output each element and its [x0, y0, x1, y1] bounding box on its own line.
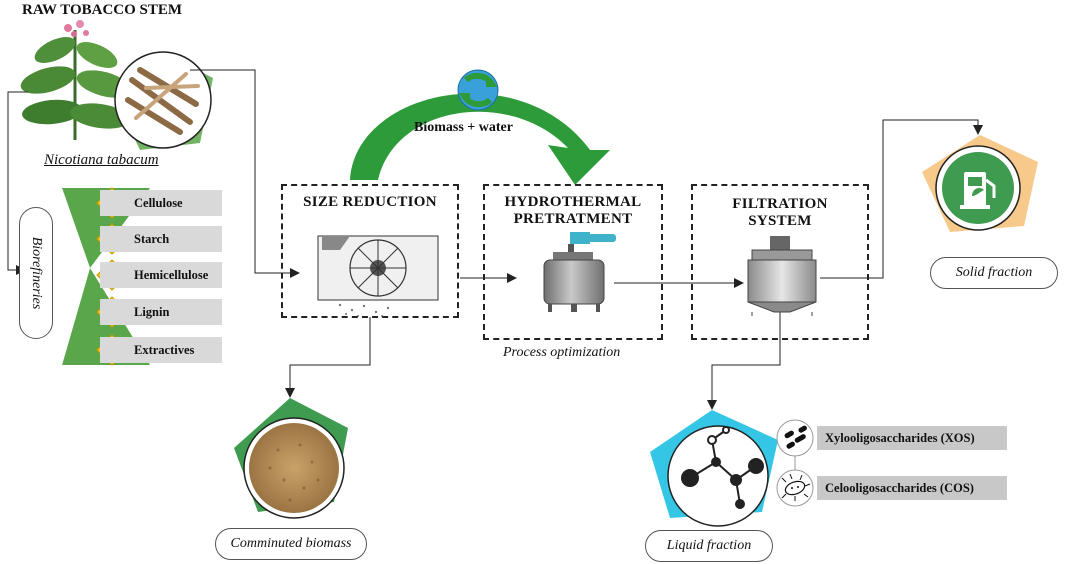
- cos-microbe-icon: [776, 469, 814, 507]
- process-optimization-caption: Process optimization: [503, 345, 621, 360]
- comminuted-biomass-pill: Comminuted biomass: [215, 528, 367, 560]
- component-hemicellulose: Hemicellulose: [100, 262, 222, 288]
- filtration-title-line1: FILTRATION: [732, 196, 828, 212]
- biorefineries-pill: Biorefineries: [19, 207, 53, 339]
- component-starch: Starch: [100, 226, 222, 252]
- filtration-title-line2: SYSTEM: [748, 213, 812, 229]
- size-reduction-title: SIZE REDUCTION: [303, 194, 437, 210]
- hydrothermal-title-line1: HYDROTHERMAL: [504, 194, 642, 210]
- component-cellulose: Cellulose: [100, 190, 222, 216]
- fuel-pump-icon: [960, 172, 996, 209]
- recycle-globe-icon: [457, 69, 499, 111]
- filtration-tank-illustration: [747, 236, 817, 316]
- component-extractives: Extractives: [100, 337, 222, 363]
- tobacco-plant-illustration: [20, 20, 132, 140]
- xos-label: Xylooligosaccharides (XOS): [817, 426, 1007, 450]
- solid-fraction-pill: Solid fraction: [930, 257, 1058, 289]
- mill-machine-illustration: [317, 235, 439, 319]
- comminuted-biomass-icon: [234, 398, 348, 519]
- biomass-water-label: Biomass + water: [414, 120, 513, 135]
- molecule-icon: [681, 426, 764, 509]
- liquid-fraction-pill: Liquid fraction: [645, 530, 773, 562]
- solid-fraction-icon: [922, 135, 1038, 232]
- biomass-water-arrow: [350, 93, 610, 185]
- tobacco-stem-illustration: [112, 51, 213, 150]
- xos-bacteria-icon: [776, 419, 814, 457]
- liquid-fraction-icon: [650, 410, 778, 527]
- size-reduction-box: SIZE REDUCTION: [281, 184, 459, 318]
- hydrothermal-box: HYDROTHERMAL PRETRATMENT: [483, 184, 663, 340]
- hydrothermal-title-line2: PRETRATMENT: [513, 211, 633, 227]
- cos-label: Celooligosaccharides (COS): [817, 476, 1007, 500]
- raw-tobacco-stem-title: RAW TOBACCO STEM: [22, 2, 183, 18]
- species-label: Nicotiana tabacum: [44, 152, 159, 168]
- reactor-illustration: [543, 232, 616, 312]
- component-lignin: Lignin: [100, 299, 222, 325]
- filtration-box: FILTRATION SYSTEM: [691, 184, 869, 340]
